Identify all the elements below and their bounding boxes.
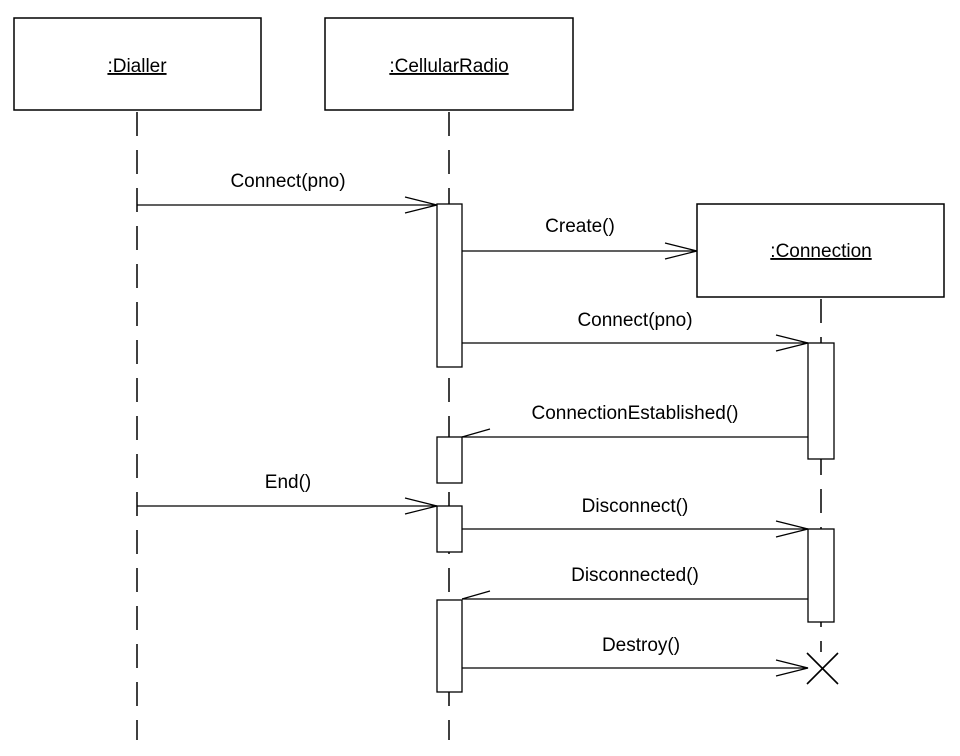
message-end-label: End(): [265, 472, 311, 493]
arrow-head-icon: [775, 334, 809, 352]
message-end: End(): [137, 472, 438, 515]
object-dialler: :Dialler: [13, 17, 262, 111]
arrow-head-icon: [404, 196, 438, 214]
message-connect-dialler: Connect(pno): [137, 171, 438, 214]
arrow-head-icon: [461, 590, 491, 600]
message-connect-radio: Connect(pno): [462, 310, 809, 352]
message-disconnect-label: Disconnect(): [582, 496, 689, 517]
object-connection: :Connection: [696, 203, 945, 298]
message-connection-established-label: ConnectionEstablished(): [531, 403, 738, 424]
message-create: Create(): [462, 216, 698, 260]
message-disconnect: Disconnect(): [462, 496, 809, 538]
object-cellular-radio-label: :CellularRadio: [389, 56, 508, 77]
activation-cellular-radio-4: [436, 599, 463, 693]
destroy-x-icon: [806, 652, 839, 685]
message-disconnected-label: Disconnected(): [571, 565, 699, 586]
object-connection-box: [696, 203, 945, 298]
activation-cellular-radio-2: [436, 436, 463, 484]
object-cellular-radio: :CellularRadio: [324, 17, 574, 111]
message-connection-established: ConnectionEstablished(): [461, 403, 808, 438]
arrow-head-icon: [775, 520, 809, 538]
message-connect-radio-label: Connect(pno): [577, 310, 692, 331]
object-dialler-label: :Dialler: [107, 56, 167, 77]
activation-connection-1: [807, 342, 835, 460]
message-destroy: Destroy(): [462, 635, 809, 677]
message-create-label: Create(): [545, 216, 615, 237]
message-destroy-label: Destroy(): [602, 635, 680, 656]
arrow-head-icon: [775, 659, 809, 677]
object-connection-label: :Connection: [770, 241, 871, 262]
arrow-head-icon: [664, 242, 698, 260]
message-disconnected: Disconnected(): [461, 565, 808, 600]
arrow-head-icon: [461, 428, 491, 438]
object-dialler-box: [13, 17, 262, 111]
arrow-head-icon: [404, 497, 438, 515]
activation-cellular-radio-3: [436, 505, 463, 553]
object-cellular-radio-box: [324, 17, 574, 111]
message-connect-dialler-label: Connect(pno): [230, 171, 345, 192]
activation-connection-2: [807, 528, 835, 623]
activation-cellular-radio-1: [436, 203, 463, 368]
